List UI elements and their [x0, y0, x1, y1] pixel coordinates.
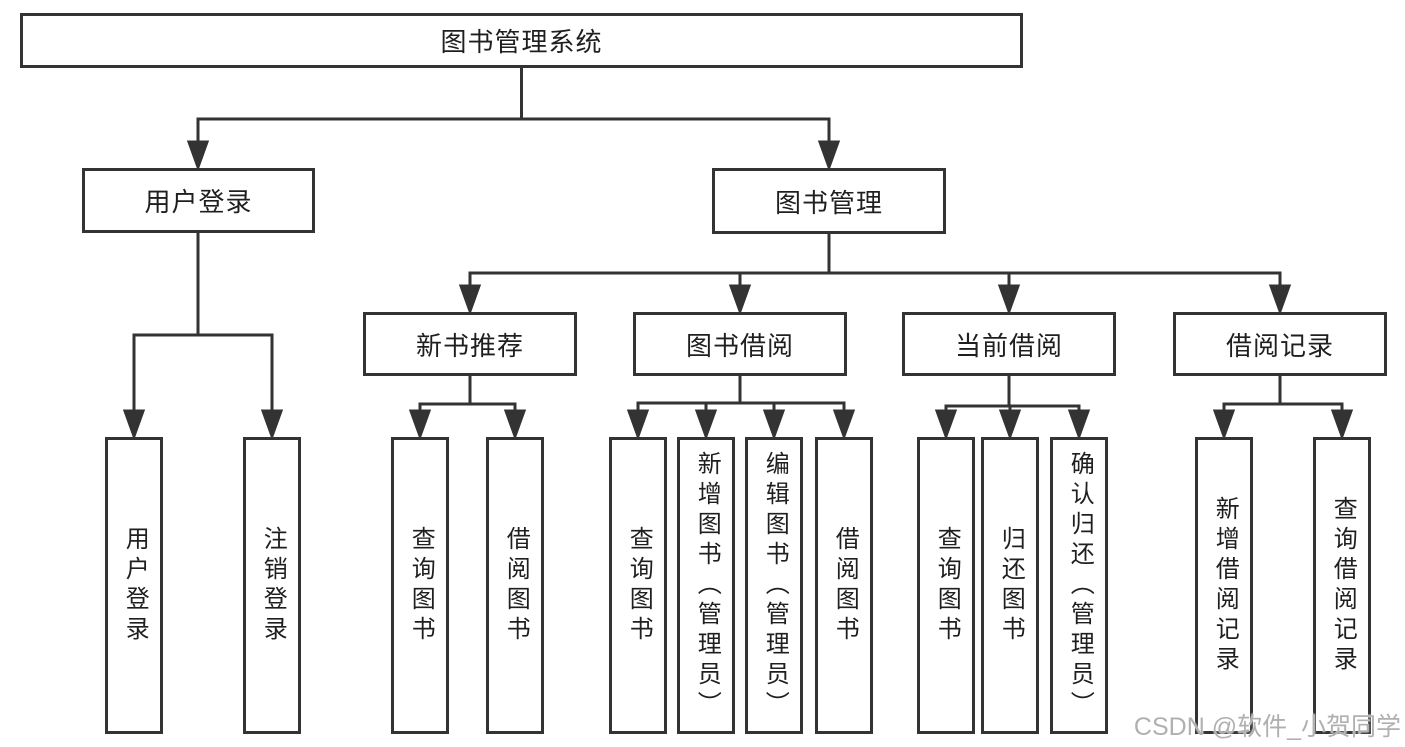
node-library-system-label: 图书管理系统 — [440, 27, 603, 57]
leaf-user-login-label: 用户登录 — [121, 525, 149, 646]
leaf-query-books: 查询图书 — [391, 437, 449, 734]
leaf-query-borrow-record-label: 查询借阅记录 — [1329, 495, 1357, 676]
node-borrow-records: 借阅记录 — [1173, 312, 1387, 376]
leaf-borrow-books-label: 借阅图书 — [502, 525, 530, 646]
arrowhead — [1212, 409, 1236, 441]
arrowhead — [997, 284, 1021, 316]
leaf-confirm-return-admin-label: 确认归还（管理员） — [1066, 450, 1094, 721]
leaf-confirm-return-admin: 确认归还（管理员） — [1050, 437, 1108, 734]
arrowhead — [694, 409, 718, 441]
leaf-edit-book-admin: 编辑图书（管理员） — [745, 437, 803, 734]
arrowhead — [408, 409, 432, 441]
arrowhead — [762, 409, 786, 441]
arrowhead — [503, 409, 527, 441]
leaf-edit-book-admin-label: 编辑图书（管理员） — [761, 450, 789, 721]
arrowhead — [817, 140, 841, 172]
arrowhead — [728, 284, 752, 316]
leaf-add-borrow-record-label: 新增借阅记录 — [1211, 495, 1239, 676]
arrowhead — [626, 409, 650, 441]
node-new-book-recommend-label: 新书推荐 — [415, 330, 524, 361]
leaf-query-books-label: 查询图书 — [625, 525, 653, 646]
leaf-query-books-label: 查询图书 — [933, 525, 961, 646]
leaf-query-borrow-record: 查询借阅记录 — [1313, 437, 1371, 734]
arrowhead — [458, 284, 482, 316]
node-book-management-label: 图书管理 — [774, 187, 883, 218]
leaf-logout-label: 注销登录 — [259, 525, 287, 646]
leaf-query-books-label: 查询图书 — [407, 525, 435, 646]
leaf-add-book-admin: 新增图书（管理员） — [677, 437, 735, 734]
leaf-borrow-books: 借阅图书 — [815, 437, 873, 734]
leaf-query-books: 查询图书 — [917, 437, 975, 734]
node-current-borrow: 当前借阅 — [902, 312, 1116, 376]
watermark: CSDN @软件_小贺同学 — [1133, 713, 1401, 741]
leaf-logout: 注销登录 — [243, 437, 301, 734]
arrowhead — [998, 409, 1022, 441]
leaf-add-book-admin-label: 新增图书（管理员） — [693, 450, 721, 721]
arrowhead — [1268, 284, 1292, 316]
leaf-query-books: 查询图书 — [609, 437, 667, 734]
arrowhead — [1067, 409, 1091, 441]
leaf-add-borrow-record: 新增借阅记录 — [1195, 437, 1253, 734]
node-user-login: 用户登录 — [82, 168, 315, 233]
node-book-borrow: 图书借阅 — [633, 312, 847, 376]
node-book-borrow-label: 图书借阅 — [685, 330, 794, 361]
leaf-return-book-label: 归还图书 — [997, 525, 1025, 646]
leaf-user-login: 用户登录 — [105, 437, 163, 734]
leaf-return-book: 归还图书 — [981, 437, 1039, 734]
node-library-system: 图书管理系统 — [20, 13, 1023, 68]
node-book-management: 图书管理 — [712, 168, 946, 234]
node-user-login-label: 用户登录 — [144, 187, 253, 217]
arrowhead — [260, 409, 284, 441]
arrowhead — [186, 140, 210, 172]
leaf-borrow-books-label: 借阅图书 — [831, 525, 859, 646]
node-new-book-recommend: 新书推荐 — [363, 312, 577, 376]
node-current-borrow-label: 当前借阅 — [954, 330, 1063, 361]
arrowhead — [122, 409, 146, 441]
arrowhead — [1330, 409, 1354, 441]
arrowhead — [934, 409, 958, 441]
leaf-borrow-books: 借阅图书 — [486, 437, 544, 734]
arrowhead — [832, 409, 856, 441]
node-borrow-records-label: 借阅记录 — [1225, 330, 1334, 361]
